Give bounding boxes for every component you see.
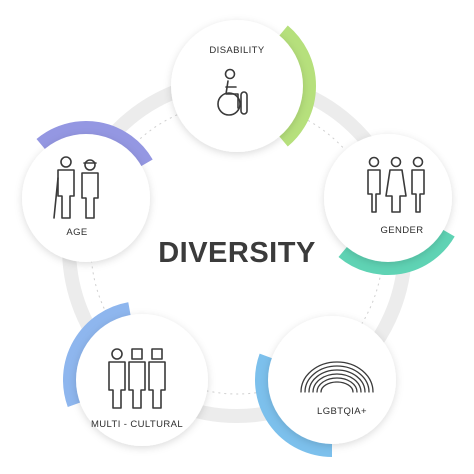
accent-arcs — [36, 25, 455, 457]
gender-accent-arc — [338, 229, 455, 275]
node-cards: DISABILITY GENDER LGBTQIA+ MULTI - CULTURAL… — [22, 20, 452, 446]
rainbow-icon — [300, 361, 374, 393]
lgbtqia-accent-arc — [255, 353, 333, 457]
node-disability: DISABILITY — [171, 20, 303, 152]
disability-card — [171, 20, 303, 152]
node-lgbtqia: LGBTQIA+ — [268, 316, 396, 444]
lgbtqia-label: LGBTQIA+ — [317, 406, 367, 417]
gender-card — [324, 134, 452, 262]
disability-accent-arc — [278, 25, 316, 147]
multicultural-people-icon — [108, 348, 166, 409]
node-multicultural: MULTI - CULTURAL — [76, 314, 208, 446]
multicultural-card — [76, 314, 208, 446]
wheelchair-icon — [217, 68, 248, 116]
lgbtqia-card — [268, 316, 396, 444]
age-accent-arc — [36, 121, 153, 167]
multicultural-label: MULTI - CULTURAL — [91, 419, 183, 430]
node-gender: GENDER — [324, 134, 452, 262]
center-title: DIVERSITY — [158, 237, 316, 269]
gender-people-icon — [367, 156, 425, 213]
age-label: AGE — [66, 227, 87, 238]
gender-label: GENDER — [380, 225, 423, 236]
elderly-people-icon — [53, 156, 99, 219]
disability-label: DISABILITY — [209, 45, 264, 56]
multicultural-accent-arc — [63, 302, 131, 408]
